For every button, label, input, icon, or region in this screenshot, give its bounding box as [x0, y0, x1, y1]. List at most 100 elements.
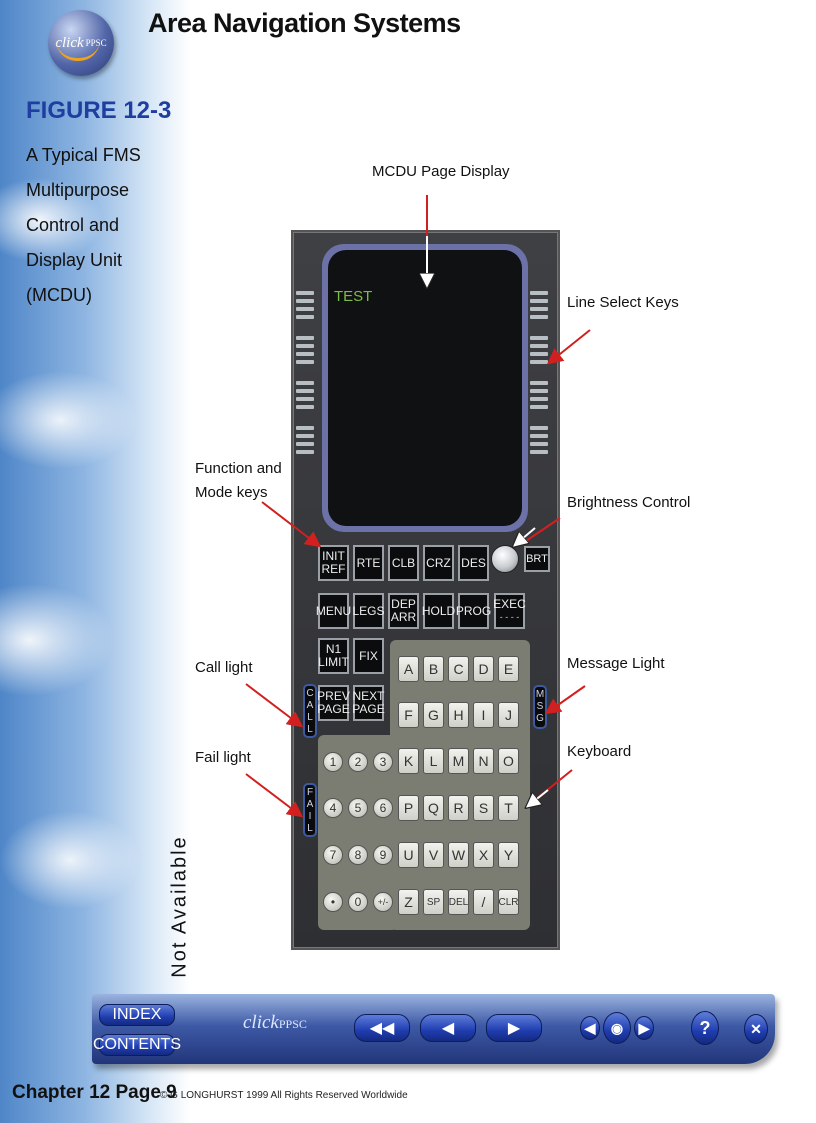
line-select-key[interactable] [296, 299, 314, 303]
search-prev-icon[interactable]: ◀ [580, 1016, 600, 1040]
num-key-3[interactable]: 3 [373, 752, 393, 772]
key-a[interactable]: A [398, 656, 419, 682]
key-f[interactable]: F [398, 702, 419, 728]
line-select-key[interactable] [530, 381, 548, 385]
num-key-0[interactable]: 0 [348, 892, 368, 912]
line-select-key[interactable] [296, 381, 314, 385]
close-icon[interactable]: ✕ [744, 1014, 768, 1044]
num-key-4[interactable]: 4 [323, 798, 343, 818]
key-s[interactable]: S [473, 795, 494, 821]
line-select-key[interactable] [530, 397, 548, 401]
line-select-key[interactable] [530, 389, 548, 393]
line-select-key[interactable] [296, 442, 314, 446]
line-select-key[interactable] [530, 299, 548, 303]
line-select-key[interactable] [296, 389, 314, 393]
key-z[interactable]: Z [398, 889, 419, 915]
num-key-5[interactable]: 5 [348, 798, 368, 818]
key-k[interactable]: K [398, 748, 419, 774]
line-select-key[interactable] [530, 315, 548, 319]
key-v[interactable]: V [423, 842, 444, 868]
line-select-key[interactable] [530, 344, 548, 348]
key-h[interactable]: H [448, 702, 469, 728]
key-c[interactable]: C [448, 656, 469, 682]
line-select-key[interactable] [296, 291, 314, 295]
key-r[interactable]: R [448, 795, 469, 821]
num-key-decimal[interactable]: • [323, 892, 343, 912]
line-select-key[interactable] [530, 405, 548, 409]
num-key-2[interactable]: 2 [348, 752, 368, 772]
key-u[interactable]: U [398, 842, 419, 868]
key-o[interactable]: O [498, 748, 519, 774]
key-y[interactable]: Y [498, 842, 519, 868]
menu-key[interactable]: MENU [316, 593, 351, 629]
legs-key[interactable]: LEGS [353, 593, 385, 629]
contents-button[interactable]: CONTENTS [93, 1034, 181, 1056]
help-icon[interactable]: ? [691, 1011, 719, 1045]
des-key[interactable]: DES [458, 545, 489, 581]
line-select-key[interactable] [296, 360, 314, 364]
num-key-9[interactable]: 9 [373, 845, 393, 865]
num-key-plus-minus[interactable]: +/- [373, 892, 393, 912]
line-select-key[interactable] [296, 397, 314, 401]
key-t[interactable]: T [498, 795, 519, 821]
brt-key[interactable]: BRT [524, 546, 550, 572]
key-i[interactable]: I [473, 702, 494, 728]
key-m[interactable]: M [448, 748, 469, 774]
key-n[interactable]: N [473, 748, 494, 774]
line-select-key[interactable] [530, 307, 548, 311]
line-select-key[interactable] [296, 336, 314, 340]
forward-icon[interactable]: ▶ [486, 1014, 542, 1042]
key-x[interactable]: X [473, 842, 494, 868]
key-d[interactable]: D [473, 656, 494, 682]
back-icon[interactable]: ◀ [420, 1014, 476, 1042]
line-select-key[interactable] [296, 307, 314, 311]
line-select-key[interactable] [530, 360, 548, 364]
key-b[interactable]: B [423, 656, 444, 682]
prog-key[interactable]: PROG [456, 593, 491, 629]
num-key-8[interactable]: 8 [348, 845, 368, 865]
line-select-key[interactable] [296, 344, 314, 348]
crz-key[interactable]: CRZ [423, 545, 454, 581]
line-select-key[interactable] [530, 291, 548, 295]
line-select-key[interactable] [296, 434, 314, 438]
line-select-key[interactable] [296, 426, 314, 430]
num-key-7[interactable]: 7 [323, 845, 343, 865]
key-p[interactable]: P [398, 795, 419, 821]
key-l[interactable]: L [423, 748, 444, 774]
line-select-key[interactable] [296, 352, 314, 356]
key-q[interactable]: Q [423, 795, 444, 821]
line-select-key[interactable] [530, 352, 548, 356]
num-key-6[interactable]: 6 [373, 798, 393, 818]
clb-key[interactable]: CLB [388, 545, 419, 581]
line-select-key[interactable] [296, 405, 314, 409]
search-next-icon[interactable]: ▶ [634, 1016, 654, 1040]
index-button[interactable]: INDEX [99, 1004, 175, 1026]
binoculars-icon[interactable]: ◉ [603, 1012, 631, 1044]
key-del[interactable]: DEL [448, 889, 469, 915]
fix-key[interactable]: FIX [353, 638, 384, 674]
exec-key[interactable]: EXEC- - - - [493, 593, 526, 629]
key-clr[interactable]: CLR [498, 889, 519, 915]
key-slash[interactable]: / [473, 889, 494, 915]
num-key-1[interactable]: 1 [323, 752, 343, 772]
line-select-key[interactable] [530, 426, 548, 430]
key-sp[interactable]: SP [423, 889, 444, 915]
key-j[interactable]: J [498, 702, 519, 728]
rewind-icon[interactable]: ◀◀ [354, 1014, 410, 1042]
rte-key[interactable]: RTE [353, 545, 384, 581]
line-select-key[interactable] [530, 450, 548, 454]
key-w[interactable]: W [448, 842, 469, 868]
line-select-key[interactable] [530, 434, 548, 438]
line-select-key[interactable] [296, 450, 314, 454]
key-e[interactable]: E [498, 656, 519, 682]
key-g[interactable]: G [423, 702, 444, 728]
line-select-key[interactable] [530, 442, 548, 446]
hold-key[interactable]: HOLD [422, 593, 455, 629]
line-select-key[interactable] [530, 336, 548, 340]
line-select-key[interactable] [296, 315, 314, 319]
